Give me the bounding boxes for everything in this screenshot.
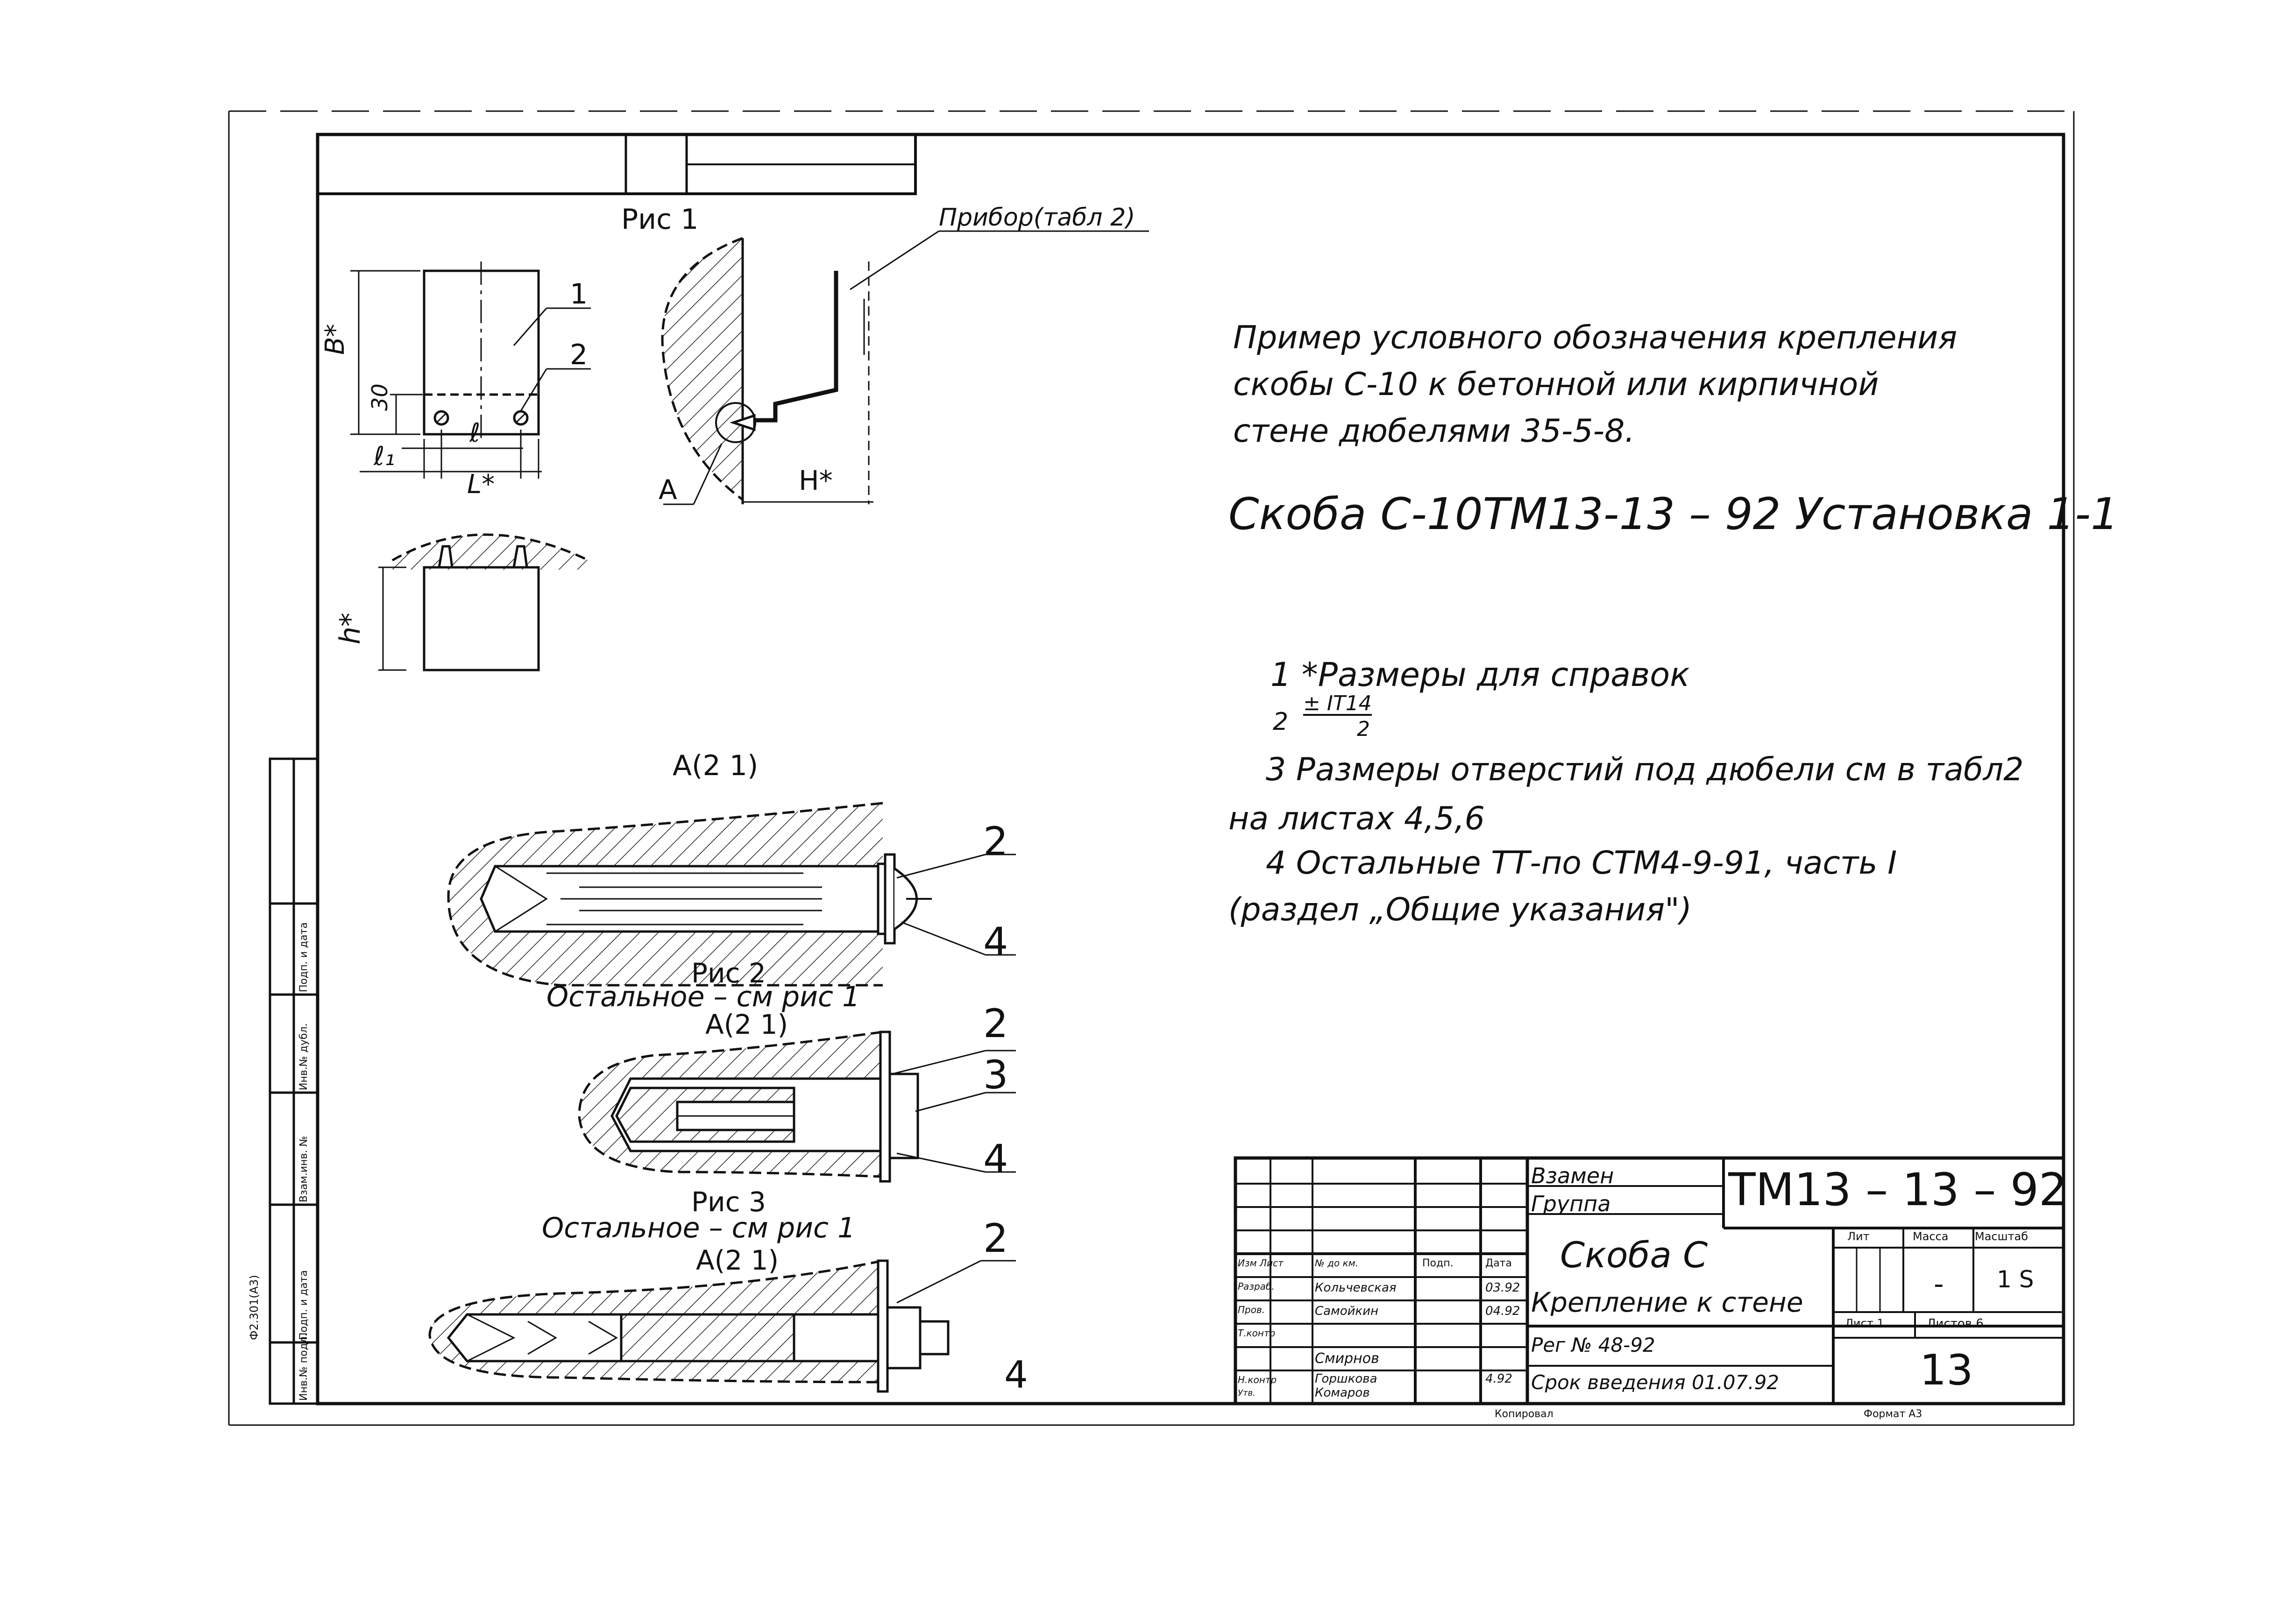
header-doc: № до км. [1315,1258,1359,1268]
name-razrab: Кольчевская [1315,1282,1397,1294]
fig3-note: Остальное – см рис 1 [542,1212,856,1244]
name-row-6: Комаров [1315,1387,1370,1399]
side-inv-podl: Инв.№ подл. [298,1333,310,1401]
view-a-title-1: А(2 1) [673,749,759,782]
fig1-side-view [661,230,1149,505]
item-subtitle: Крепление к стене [1531,1289,1803,1316]
header-data: Дата [1485,1258,1512,1269]
note-4-line-1: 4 Остальные ТТ-по СТМ4-9-91, часть I [1266,845,1897,882]
note-3-line-1: 3 Размеры отверстий под дюбели см в табл… [1266,751,2024,788]
role-utv: Утв. [1238,1389,1256,1398]
sheet-label: Лист 1 [1845,1318,1884,1329]
date-razrab: 03.92 [1485,1282,1520,1294]
dim-l1: ℓ₁ [374,441,395,472]
header-podp: Подп. [1422,1258,1454,1269]
note-4-line-2: (раздел „Общие указания") [1228,891,1692,928]
note-2-denominator: 2 [1357,717,1370,741]
vzamen-label: Взамен [1531,1165,1614,1186]
dim-l-star: L* [467,469,495,500]
side-vzam-inv: Взам.инв. № [298,1136,310,1202]
title-block-grid [1234,1156,2065,1405]
header-izm: Изм Лист [1238,1258,1284,1268]
fig1-leader-2: 2 [983,819,1008,864]
side-podp-data-2: Подп. и дата [298,922,310,992]
kopiroval-label: Копировал [1495,1408,1553,1420]
fig2-leader-3: 3 [983,1052,1008,1098]
side-stamp-grid [269,757,319,1405]
fig2-leader-2: 2 [983,1001,1008,1046]
note-2-numerator: ± IT14 [1303,692,1372,716]
view-a-fig2 [578,1031,1016,1183]
view-a-fig1 [447,802,1016,987]
massa-value: - [1934,1270,1944,1298]
date-nkontr: 4.92 [1485,1373,1512,1385]
massa-header: Масса [1913,1231,1949,1242]
fig1-plan-view [350,261,591,479]
view-a-title-2: А(2 1) [705,1009,788,1040]
date-prov: 04.92 [1485,1305,1520,1317]
fig2-title: Рис 2 [691,957,766,989]
detail-a-label: А [659,474,677,506]
reg-number: Рег № 48-92 [1531,1335,1655,1355]
name-row-4: Смирнов [1315,1352,1379,1366]
implementation-date: Срок введения 01.07.92 [1531,1373,1780,1392]
note-3-line-2: на листах 4,5,6 [1228,800,1485,837]
view-a-title-3: А(2 1) [696,1244,779,1276]
masshtab-header: Масштаб [1975,1231,2029,1242]
example-designation: Скоба С-10ТМ13-13 – 92 Установка 1-1 [1228,489,2119,540]
fig2-leader-4: 4 [983,1136,1008,1182]
sheets-total-label: Листов 6 [1927,1318,1984,1330]
fig1-title: Рис 1 [621,203,699,236]
format-label: Формат А3 [1864,1408,1922,1420]
side-inv-dubl: Инв.№ дубл. [298,1023,310,1090]
side-podp-data-1: Подп. и дата [298,1270,310,1340]
role-nkontr: Н.контр [1238,1375,1277,1384]
sheet-number: 13 [1920,1349,1973,1391]
example-line-1: Пример условного обозначения крепления [1233,319,1958,356]
role-prov: Пров. [1238,1305,1265,1314]
dim-h-small: ℎ* [334,612,367,644]
example-line-3: стене дюбелями 35-5-8. [1233,413,1635,450]
fig2-note: Остальное – см рис 1 [546,981,860,1013]
note-1: 1 *Размеры для справок [1270,656,1690,694]
device-label: Прибор(табл 2) [939,204,1135,232]
dim-30: 30 [367,383,392,411]
side-form-code: Ф2.301(А3) [248,1275,261,1340]
role-razrab: Разраб. [1238,1282,1275,1291]
role-tkontr: Т.контр [1238,1328,1276,1338]
fig1-bottom-view [378,533,589,671]
name-prov: Самойкин [1315,1305,1379,1317]
masshtab-value: 1 S [1997,1268,2034,1291]
dim-h-star: Н* [799,465,833,496]
dim-b-star: B* [320,324,350,355]
note-2-prefix: 2 [1273,708,1289,736]
name-row-5: Горшкова [1315,1373,1377,1385]
fig3-leader-2: 2 [983,1215,1008,1261]
fig3-leader-4: 4 [1004,1353,1028,1397]
position-2-label: 2 [570,339,588,371]
lit-header: Лит [1847,1231,1870,1242]
fig3-title: Рис 3 [691,1186,766,1218]
view-a-fig3 [428,1259,1016,1393]
dim-l: ℓ [469,418,481,448]
example-line-2: скобы С-10 к бетонной или кирпичной [1233,366,1879,403]
document-code: ТМ13 – 13 – 92 [1728,1167,2067,1212]
item-name: Скоба С [1560,1237,1708,1273]
gruppa-label: Группа [1531,1193,1611,1214]
fig1-leader-4: 4 [983,919,1008,965]
position-1-label: 1 [570,278,588,311]
